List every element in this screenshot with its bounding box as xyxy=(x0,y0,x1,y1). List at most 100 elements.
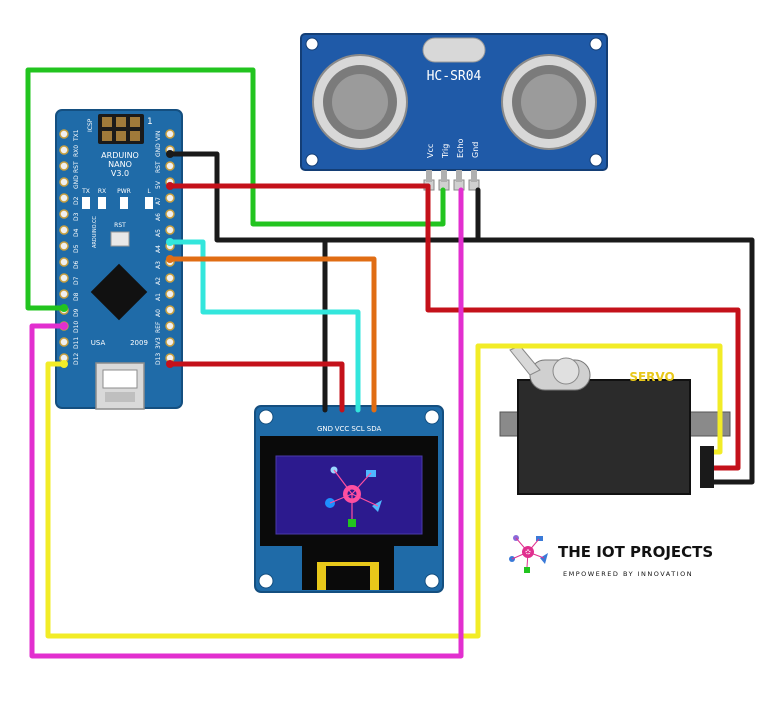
mini-usb-port xyxy=(95,362,145,410)
transmitter-transducer xyxy=(312,54,408,150)
led-label-pwr: PWR xyxy=(117,188,131,195)
nano-right-pin-label: 3V3 xyxy=(155,337,162,349)
nano-right-pin-hole xyxy=(165,225,175,235)
nano-right-pin-label: A5 xyxy=(155,229,162,237)
wire-green-trig xyxy=(25,67,446,311)
nano-right-pin-label: A4 xyxy=(155,245,162,253)
nano-left-pin-label: D8 xyxy=(73,292,80,301)
pin-one-label: 1 xyxy=(147,117,153,127)
nano-left-pin-hole xyxy=(59,289,69,299)
nano-right-pin-label: A1 xyxy=(155,293,162,301)
nano-right-pin-label: D13 xyxy=(155,353,162,365)
nano-left-pin-hole xyxy=(59,129,69,139)
nano-left-pin-hole xyxy=(59,209,69,219)
wire-orange-sda xyxy=(167,256,377,413)
nano-left-pin-label: D5 xyxy=(73,244,80,253)
nano-right-pin-hole xyxy=(165,129,175,139)
nano-left-pin-label: D4 xyxy=(73,228,80,237)
wires xyxy=(25,67,755,659)
nano-left-pin-hole xyxy=(59,145,69,155)
nano-left-pin-hole xyxy=(59,241,69,251)
nano-version: V3.0 xyxy=(111,169,129,178)
nano-right-pin-hole xyxy=(165,305,175,315)
arduino-cc-label: ARDUINO.CC xyxy=(92,216,98,248)
wire-black-gnd xyxy=(167,151,755,485)
sensor-pin-trig-label: Trig xyxy=(441,144,450,159)
nano-right-pin-label: A6 xyxy=(155,213,162,221)
nano-wire-caps xyxy=(60,150,174,368)
hc-sr04-sensor: HC-SR04 Vcc Trig Echo Gnd xyxy=(300,33,608,191)
nano-right-pin-label: A7 xyxy=(155,197,162,205)
oled-pin-scl-label: SCL xyxy=(351,425,364,433)
led-label-tx: TX xyxy=(81,188,90,195)
icsp-label: ICSP xyxy=(87,118,94,132)
nano-right-pin-label: RST xyxy=(155,161,162,173)
receiver-transducer xyxy=(501,54,597,150)
wire-cyan-scl xyxy=(167,239,361,413)
nano-left-pin-hole xyxy=(59,257,69,267)
sensor-model-label: HC-SR04 xyxy=(427,69,482,84)
year-label: 2009 xyxy=(130,339,148,347)
nano-right-pin-hole xyxy=(165,289,175,299)
sensor-pin-vcc-label: Vcc xyxy=(426,144,435,158)
nano-left-pin-hole xyxy=(59,161,69,171)
nano-right-pin-label: REF xyxy=(155,321,162,333)
nano-right-pin-hole xyxy=(165,193,175,203)
brand-name: THE IOT PROJECTS xyxy=(558,543,713,561)
screen-logo-icon xyxy=(325,466,382,527)
nano-left-pin-label: RX0 xyxy=(73,145,80,157)
nano-left-pin-label: D7 xyxy=(73,276,80,285)
nano-left-pin-hole xyxy=(59,177,69,187)
servo-motor: SERVO xyxy=(499,345,731,495)
servo-label: SERVO xyxy=(629,370,674,384)
nano-left-pin-hole xyxy=(59,273,69,283)
oled-pin-gnd-label: GND xyxy=(317,425,333,433)
led-label-rx: RX xyxy=(98,188,106,195)
rst-label: RST xyxy=(114,222,126,229)
nano-left-pin-hole xyxy=(59,337,69,347)
nano-left-pin-label: D9 xyxy=(73,308,80,317)
nano-subtitle: NANO xyxy=(108,160,132,169)
nano-left-pin-label: D10 xyxy=(73,321,80,333)
oled-pin-vcc-label: VCC xyxy=(335,425,350,433)
usa-label: USA xyxy=(91,339,106,347)
nano-left-pin-hole xyxy=(59,193,69,203)
nano-left-pin-label: GND xyxy=(73,175,80,189)
wire-magenta-echo xyxy=(29,187,464,659)
nano-right-pin-label: A2 xyxy=(155,277,162,285)
nano-left-pin-label: RST xyxy=(73,161,80,173)
nano-left-pin-label: TX1 xyxy=(73,129,80,142)
nano-right-pin-hole xyxy=(165,161,175,171)
nano-right-pin-label: GND xyxy=(155,143,162,157)
nano-right-pin-label: A3 xyxy=(155,261,162,269)
nano-left-pin-hole xyxy=(59,225,69,235)
nano-title: ARDUINO xyxy=(101,151,139,160)
nano-right-pin-hole xyxy=(165,209,175,219)
nano-left-pin-label: D11 xyxy=(73,337,80,349)
wire-yellow-signal xyxy=(45,343,723,639)
sensor-pin-echo-label: Echo xyxy=(456,138,465,158)
wire-red-5v xyxy=(167,183,741,471)
reset-button[interactable] xyxy=(110,231,130,247)
nano-right-pin-hole xyxy=(165,273,175,283)
nano-left-pin-label: D2 xyxy=(73,196,80,205)
wire-red-3v3 xyxy=(167,361,345,413)
icsp-header xyxy=(98,114,144,144)
nano-right-pin-hole xyxy=(165,337,175,347)
sensor-pin-headers xyxy=(423,170,480,191)
nano-left-pin-label: D6 xyxy=(73,260,80,269)
status-leds xyxy=(82,197,153,209)
nano-right-pin-label: VIN xyxy=(155,131,162,141)
oled-pin-sda-label: SDA xyxy=(367,425,382,433)
nano-left-pin-label: D3 xyxy=(73,212,80,221)
brand-logo-icon xyxy=(509,535,548,573)
nano-right-pin-label: A0 xyxy=(155,309,162,317)
brand-tagline: EMPOWERED BY INNOVATION xyxy=(563,570,693,578)
nano-right-pin-hole xyxy=(165,321,175,331)
led-label-l: L xyxy=(147,188,151,195)
nano-right-pin-label: 5V xyxy=(155,180,162,189)
